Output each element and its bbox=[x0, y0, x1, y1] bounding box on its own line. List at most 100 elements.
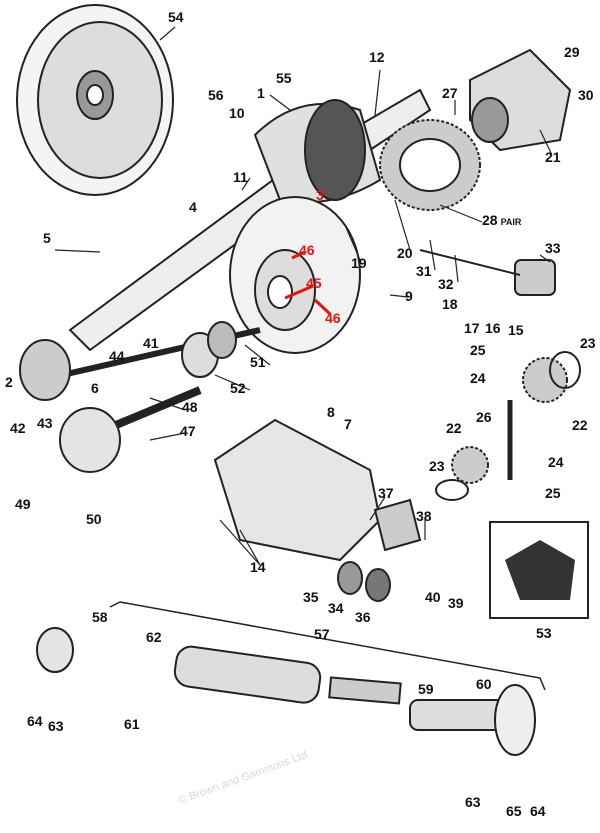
callout-60: 60 bbox=[476, 677, 492, 691]
callout-49: 49 bbox=[15, 497, 31, 511]
callout-50: 50 bbox=[86, 512, 102, 526]
callout-64: 64 bbox=[530, 804, 546, 818]
callout-43: 43 bbox=[37, 416, 53, 430]
callout-number: 14 bbox=[250, 559, 266, 575]
callout-number: 57 bbox=[314, 626, 330, 642]
callout-2: 2 bbox=[5, 375, 13, 389]
callout-number: 23 bbox=[580, 335, 596, 351]
propshaft-tube bbox=[173, 645, 322, 704]
callout-41: 41 bbox=[143, 336, 159, 350]
callout-42: 42 bbox=[10, 421, 26, 435]
callout-number: 2 bbox=[5, 374, 13, 390]
callout-62: 62 bbox=[146, 630, 162, 644]
callout-37: 37 bbox=[378, 486, 394, 500]
callout-number: 52 bbox=[230, 380, 246, 396]
callout-number: 50 bbox=[86, 511, 102, 527]
callout-9: 9 bbox=[405, 289, 413, 303]
callout-number: 11 bbox=[233, 169, 248, 185]
callout-31: 31 bbox=[416, 264, 432, 278]
callout-number: 19 bbox=[351, 255, 367, 271]
callout-number: 46 bbox=[325, 310, 341, 326]
callout-number: 54 bbox=[168, 9, 184, 25]
callout-46: 46 bbox=[299, 243, 315, 257]
callout-number: 45 bbox=[306, 275, 322, 291]
callout-number: 22 bbox=[446, 420, 462, 436]
callout-number: 30 bbox=[578, 87, 594, 103]
callout-63: 63 bbox=[465, 795, 481, 809]
brake-disc bbox=[229, 196, 361, 354]
differential-carrier bbox=[469, 48, 572, 152]
callout-number: 6 bbox=[91, 380, 99, 396]
callout-47: 47 bbox=[180, 424, 196, 438]
callout-number: 63 bbox=[48, 718, 64, 734]
callout-44: 44 bbox=[109, 349, 125, 363]
callout-35: 35 bbox=[303, 590, 319, 604]
callout-4: 4 bbox=[189, 200, 197, 214]
callout-number: 25 bbox=[545, 485, 561, 501]
callout-54: 54 bbox=[168, 10, 184, 24]
callout-24: 24 bbox=[470, 371, 486, 385]
callout-22: 22 bbox=[572, 418, 588, 432]
callout-number: 23 bbox=[429, 458, 445, 474]
callout-number: 22 bbox=[572, 417, 588, 433]
callout-number: 32 bbox=[438, 276, 454, 292]
pinion-sleeve bbox=[514, 259, 556, 296]
callout-22: 22 bbox=[446, 421, 462, 435]
callout-48: 48 bbox=[182, 400, 198, 414]
callout-number: 47 bbox=[180, 423, 196, 439]
callout-number: 38 bbox=[416, 508, 432, 524]
callout-18: 18 bbox=[442, 297, 458, 311]
callout-36: 36 bbox=[355, 610, 371, 624]
callout-34: 34 bbox=[328, 601, 344, 615]
pair-label: PAIR bbox=[500, 217, 522, 227]
callout-23: 23 bbox=[429, 459, 445, 473]
callout-10: 10 bbox=[229, 106, 245, 120]
callout-number: 1 bbox=[257, 85, 265, 101]
callout-number: 29 bbox=[564, 44, 580, 60]
callout-17: 17 bbox=[464, 321, 480, 335]
callout-number: 15 bbox=[508, 322, 524, 338]
callout-number: 27 bbox=[442, 85, 458, 101]
callout-1: 1 bbox=[257, 86, 265, 100]
callout-19: 19 bbox=[351, 256, 367, 270]
callout-number: 10 bbox=[229, 105, 245, 121]
callout-number: 5 bbox=[43, 230, 51, 246]
callout-7: 7 bbox=[344, 417, 352, 431]
callout-number: 43 bbox=[37, 415, 53, 431]
callout-24: 24 bbox=[548, 455, 564, 469]
callout-55: 55 bbox=[276, 71, 292, 85]
callout-number: 59 bbox=[418, 681, 434, 697]
callout-number: 60 bbox=[476, 676, 492, 692]
callout-16: 16 bbox=[485, 321, 501, 335]
callout-number: 18 bbox=[442, 296, 458, 312]
callout-number: 24 bbox=[470, 370, 486, 386]
callout-20: 20 bbox=[397, 246, 413, 260]
callout-number: 53 bbox=[536, 625, 552, 641]
callout-26: 26 bbox=[476, 410, 492, 424]
callout-number: 61 bbox=[124, 716, 140, 732]
callout-number: 20 bbox=[397, 245, 413, 261]
callout-11: 11 bbox=[233, 170, 248, 184]
callout-53: 53 bbox=[536, 626, 552, 640]
callout-23: 23 bbox=[580, 336, 596, 350]
callout-number: 55 bbox=[276, 70, 292, 86]
callout-number: 3 bbox=[316, 187, 324, 203]
callout-number: 26 bbox=[476, 409, 492, 425]
callout-number: 64 bbox=[530, 803, 546, 819]
callout-number: 42 bbox=[10, 420, 26, 436]
callout-number: 40 bbox=[425, 589, 441, 605]
callout-number: 21 bbox=[545, 149, 561, 165]
callout-64: 64 bbox=[27, 714, 43, 728]
hub-flange bbox=[19, 339, 71, 401]
callout-61: 61 bbox=[124, 717, 140, 731]
callout-32: 32 bbox=[438, 277, 454, 291]
callout-number: 64 bbox=[27, 713, 43, 729]
callout-63: 63 bbox=[48, 719, 64, 733]
callout-number: 39 bbox=[448, 595, 464, 611]
callout-45: 45 bbox=[306, 276, 322, 290]
callout-number: 62 bbox=[146, 629, 162, 645]
callout-number: 25 bbox=[470, 342, 486, 358]
callout-number: 34 bbox=[328, 600, 344, 616]
